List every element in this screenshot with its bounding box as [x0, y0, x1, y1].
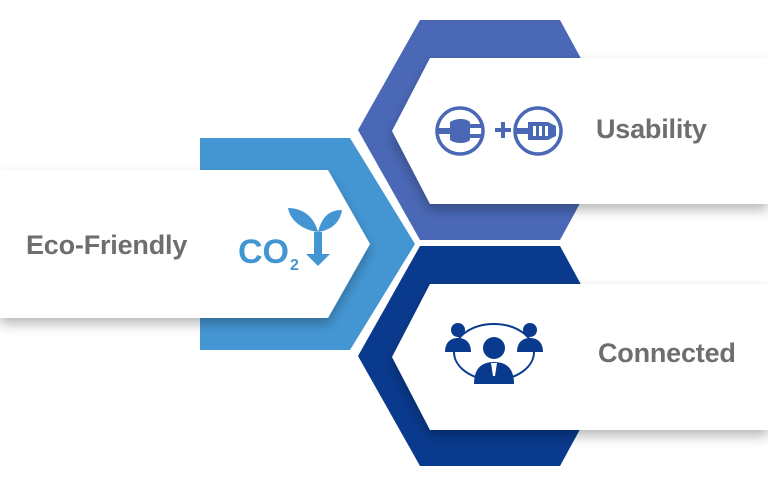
leaf-left — [288, 208, 318, 232]
person-center — [474, 337, 514, 384]
leaf-right — [318, 210, 342, 232]
plus-sign — [495, 122, 511, 138]
plug-prong-top — [470, 124, 482, 128]
usability-label: Usability — [596, 114, 707, 144]
co2-subscript: 2 — [290, 257, 299, 274]
ethernet-circle — [513, 106, 563, 156]
usability-section — [358, 20, 768, 240]
eco-friendly-section — [0, 138, 415, 350]
down-arrow — [306, 232, 330, 266]
person-left — [445, 323, 471, 352]
eco-friendly-label: Eco-Friendly — [26, 230, 188, 260]
eco-card — [0, 170, 370, 318]
plug-prong-bottom — [470, 134, 482, 138]
co2-text: CO — [238, 233, 289, 271]
ethernet-clip-1 — [533, 126, 536, 136]
plug-plus-ethernet-icon — [435, 106, 563, 156]
person-right — [517, 323, 543, 352]
plug-body — [438, 119, 470, 143]
usability-card — [392, 58, 768, 204]
plug-circle — [435, 106, 485, 156]
ethernet-clip-2 — [539, 126, 542, 136]
connected-label: Connected — [598, 338, 736, 368]
connected-people-icon — [445, 323, 543, 384]
connected-card — [392, 284, 768, 430]
co2-leaf-icon: CO 2 — [238, 208, 342, 274]
ethernet-clip-3 — [545, 126, 548, 136]
